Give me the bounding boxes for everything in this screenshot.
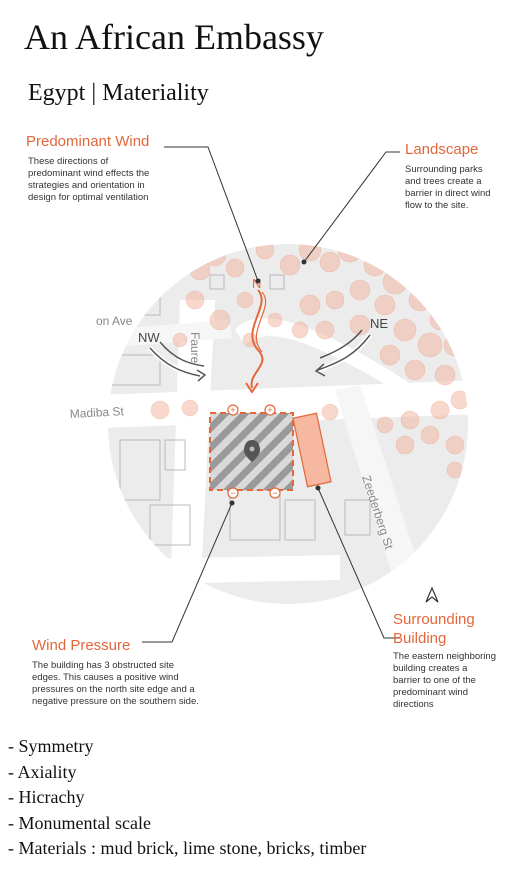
- annotation-body-surrounding-building: The eastern neighboring building creates…: [393, 651, 496, 710]
- annotation-body-landscape: Surrounding parks and trees create a bar…: [405, 164, 491, 211]
- street-label-madiba: Madiba St: [69, 404, 124, 421]
- annotation-title-landscape: Landscape: [405, 141, 479, 158]
- annotation-body-predominant-wind: These directions of predominant wind eff…: [28, 156, 150, 203]
- pressure-sign-positive: +: [230, 405, 235, 415]
- list-item: - Symmetry: [8, 736, 94, 756]
- site-map: [108, 244, 468, 604]
- list-item: - Hicrachy: [8, 787, 85, 807]
- site-diagram: Madiba St Faure Zeederberg St on Ave NW …: [69, 146, 468, 643]
- feature-list: - Symmetry - Axiality - Hicrachy - Monum…: [8, 734, 366, 862]
- page-title: An African Embassy: [24, 17, 324, 57]
- wind-label-nw: NW: [138, 330, 160, 345]
- page-subtitle: Egypt | Materiality: [28, 80, 209, 106]
- wind-label-n: N: [252, 276, 261, 291]
- annotation-body-wind-pressure: The building has 3 obstructed site edges…: [32, 660, 199, 707]
- list-item: - Axiality: [8, 761, 77, 782]
- neighboring-building: [292, 412, 332, 488]
- north-arrow-icon: [425, 586, 439, 603]
- street-label-faure: Faure: [188, 332, 202, 364]
- pressure-sign-negative: −: [272, 488, 277, 498]
- annotation-title-predominant-wind: Predominant Wind: [26, 133, 150, 150]
- annotation-title-surrounding-building: Surrounding Building: [393, 611, 475, 647]
- list-item: - Monumental scale: [8, 812, 151, 833]
- wind-label-ne: NE: [370, 316, 388, 331]
- pressure-sign-negative: −: [230, 488, 235, 498]
- annotation-title-wind-pressure: Wind Pressure: [32, 637, 131, 654]
- pressure-sign-positive: +: [267, 405, 272, 415]
- list-item: - Materials : mud brick, lime stone, bri…: [8, 838, 367, 858]
- street-label-on-ave: on Ave: [96, 314, 133, 328]
